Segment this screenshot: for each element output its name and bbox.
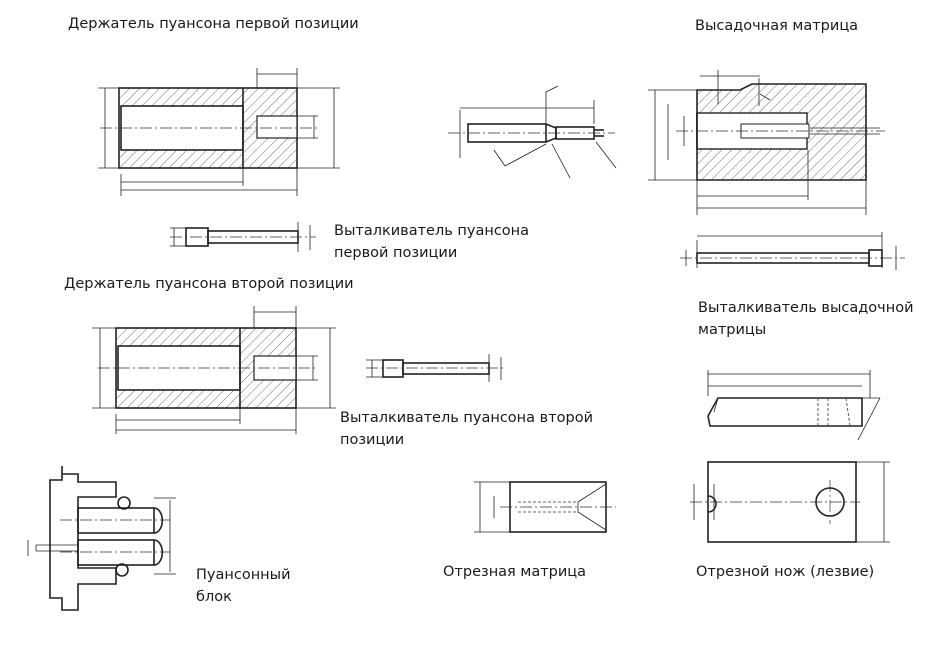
label-punch-block-line2: блок — [196, 589, 232, 605]
label-die-ejector-line2: матрицы — [698, 322, 767, 338]
label-punch-ejector-2-line2: позиции — [340, 432, 405, 448]
cutting-knife-plan-drawing — [690, 461, 890, 543]
label-punch-ejector-1-line2: первой позиции — [334, 245, 458, 261]
punch-ejector-1-drawing — [170, 222, 316, 252]
die-ejector-drawing — [680, 232, 905, 270]
punch-ejector-2-drawing — [366, 354, 506, 382]
label-punch-holder-1: Держатель пуансона первой позиции — [68, 16, 359, 32]
upsetting-die-drawing — [648, 70, 885, 215]
label-die-ejector-line1: Выталкиватель высадочной — [698, 300, 914, 316]
punch-holder-2-drawing — [92, 306, 336, 434]
label-punch-ejector-1-line1: Выталкиватель пуансона — [334, 223, 530, 239]
label-punch-holder-2: Держатель пуансона второй позиции — [64, 276, 354, 292]
cutting-die-drawing — [474, 481, 616, 533]
cutting-knife-side-drawing — [707, 370, 881, 441]
stepped-punch-drawing — [448, 85, 617, 179]
label-upsetting-die: Высадочная матрица — [695, 18, 859, 34]
punch-block-drawing — [27, 466, 176, 611]
label-punch-ejector-2-line1: Выталкиватель пуансона второй — [340, 410, 594, 426]
label-punch-block-line1: Пуансонный — [196, 567, 291, 583]
punch-holder-1-drawing — [98, 68, 340, 196]
label-cutting-die: Отрезная матрица — [443, 564, 587, 580]
label-cutting-knife: Отрезной нож (лезвие) — [696, 564, 875, 580]
